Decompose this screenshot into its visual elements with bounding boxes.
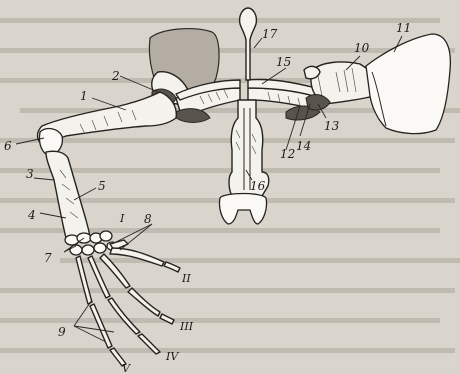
label-6: 6 [4, 139, 12, 153]
label-11: 11 [396, 21, 411, 35]
label-1: 1 [80, 89, 88, 103]
label-15: 15 [276, 55, 291, 69]
omosternum [240, 8, 257, 80]
label-12: 12 [280, 147, 295, 161]
carpals [65, 231, 117, 255]
label-7: 7 [44, 251, 52, 265]
radioulna [46, 151, 90, 241]
label-10: 10 [354, 41, 370, 55]
label-16: 16 [250, 179, 266, 193]
digit-label-IV: IV [165, 350, 179, 363]
label-13: 13 [324, 119, 340, 133]
right-acromion [304, 66, 320, 78]
label-8: 8 [144, 212, 152, 226]
xiphisternum [219, 194, 266, 225]
label-14: 14 [296, 139, 311, 153]
label-5: 5 [98, 179, 106, 193]
digit-label-II: II [181, 272, 191, 285]
label-4: 4 [27, 208, 36, 222]
digit-label-III: III [179, 320, 194, 333]
label-17: 17 [262, 27, 278, 41]
label-3: 3 [26, 167, 34, 181]
digit-label-I: I [119, 212, 125, 225]
label-2: 2 [111, 69, 120, 83]
label-9: 9 [58, 325, 66, 339]
digit-label-V: V [122, 362, 131, 374]
